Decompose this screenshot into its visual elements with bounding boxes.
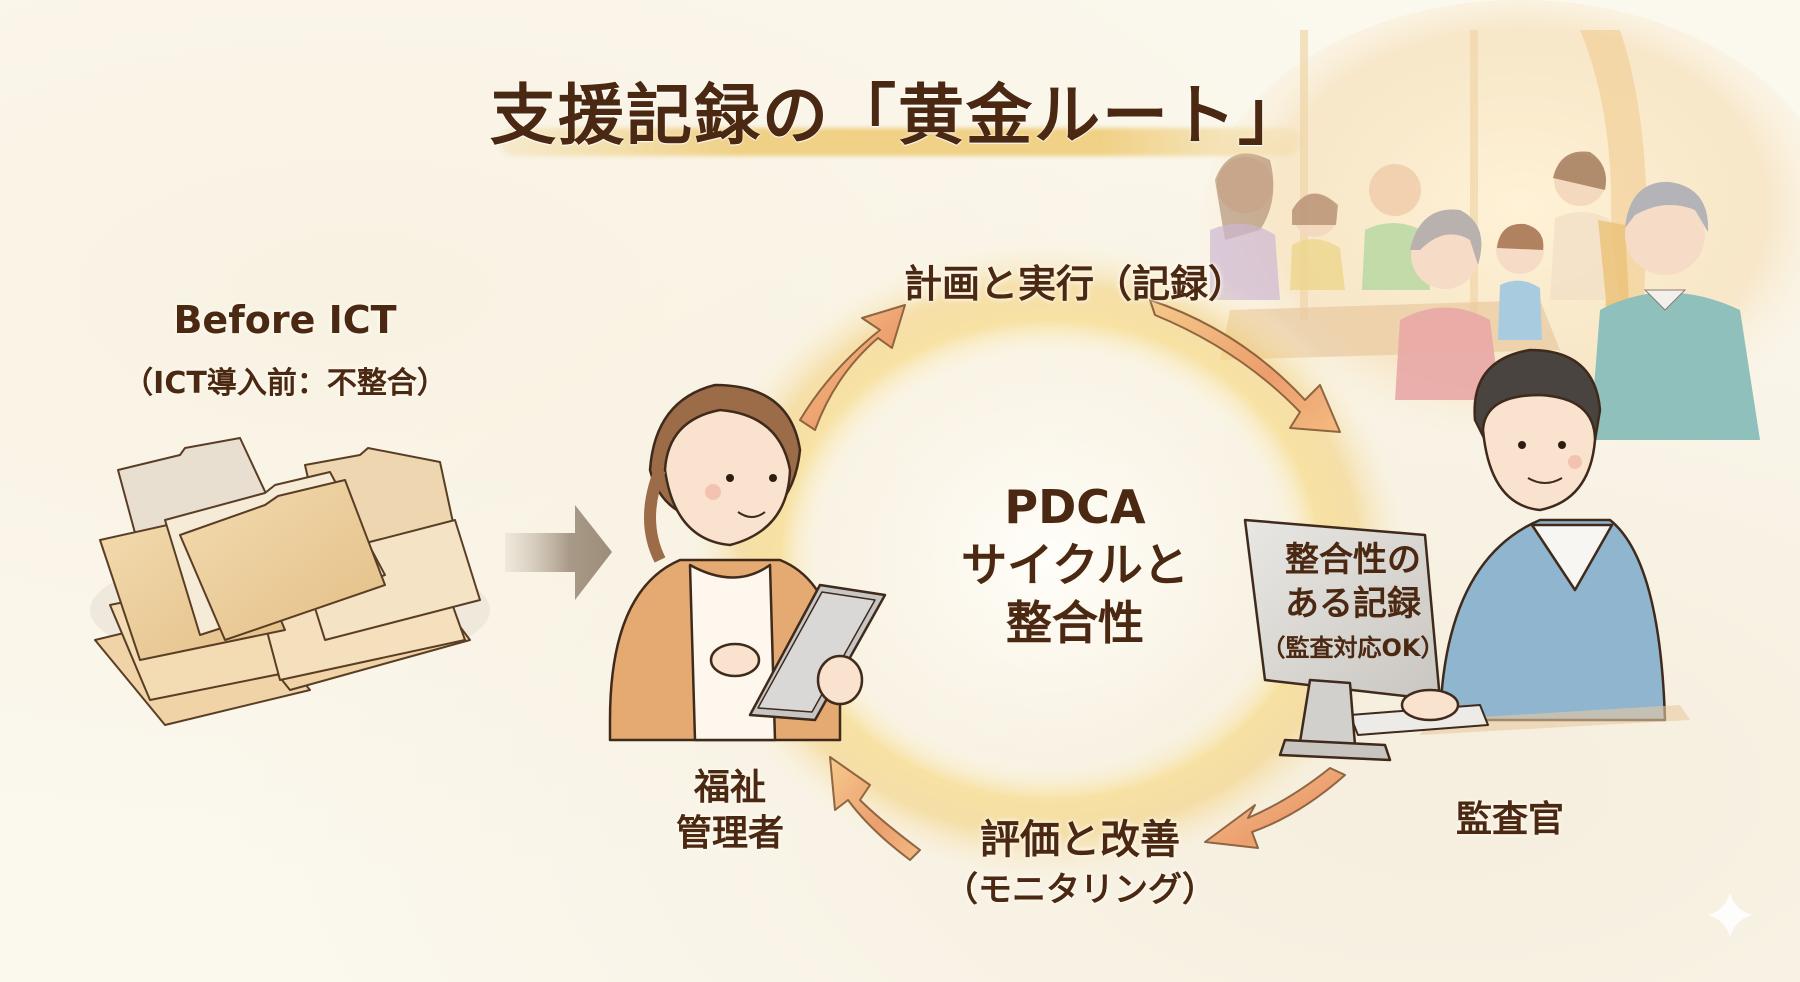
center-line-3: 整合性: [1006, 596, 1144, 650]
messy-folders-illustration: [90, 437, 490, 726]
sparkle-icon: [1708, 893, 1752, 937]
title-highlight-stroke: [500, 128, 1300, 156]
plan-execute-label: 計画と実行（記録）: [903, 262, 1246, 306]
evaluate-improve-title: 評価と改善: [980, 817, 1180, 863]
monitor-line-2: ある記録: [1285, 584, 1421, 624]
monitor-line-1: 整合性の: [1285, 540, 1421, 580]
center-line-2: サイクルと: [961, 538, 1189, 592]
monitor-screen-text: 整合性の ある記録 （監査対応OK）: [1258, 538, 1448, 670]
cycle-center-label: PDCA サイクルと 整合性: [945, 478, 1205, 652]
arrow-down-left-icon: [1204, 767, 1346, 849]
family-scene-illustration: [1200, 0, 1800, 460]
arrow-up-left-icon: [829, 756, 921, 861]
title-block: 支援記録の「黄金ルート」: [490, 62, 1320, 162]
evaluate-improve-label: 評価と改善 （モニタリング）: [935, 815, 1225, 915]
manager-line-2: 管理者: [675, 813, 784, 854]
cycle-ring: [690, 240, 1410, 880]
auditor-illustration: [1243, 348, 1690, 762]
monitor-sub-line: （監査対応OK）: [1261, 634, 1445, 662]
page-title: 支援記録の「黄金ルート」: [490, 77, 1306, 154]
welfare-manager-label: 福祉 管理者: [660, 765, 800, 857]
monitoring-sub-label: （モニタリング）: [944, 870, 1216, 910]
before-ict-subheading: （ICT導入前：不整合）: [123, 366, 447, 401]
center-line-1: PDCA: [1004, 480, 1146, 534]
arrow-right-icon: [505, 505, 612, 600]
manager-line-1: 福祉: [693, 767, 766, 808]
arrow-down-right-icon: [1149, 299, 1341, 433]
auditor-label: 監査官: [1455, 799, 1564, 840]
before-ict-heading: Before ICT: [173, 298, 397, 342]
welfare-manager-illustration: [608, 383, 887, 742]
arrow-up-right-icon: [799, 304, 906, 431]
